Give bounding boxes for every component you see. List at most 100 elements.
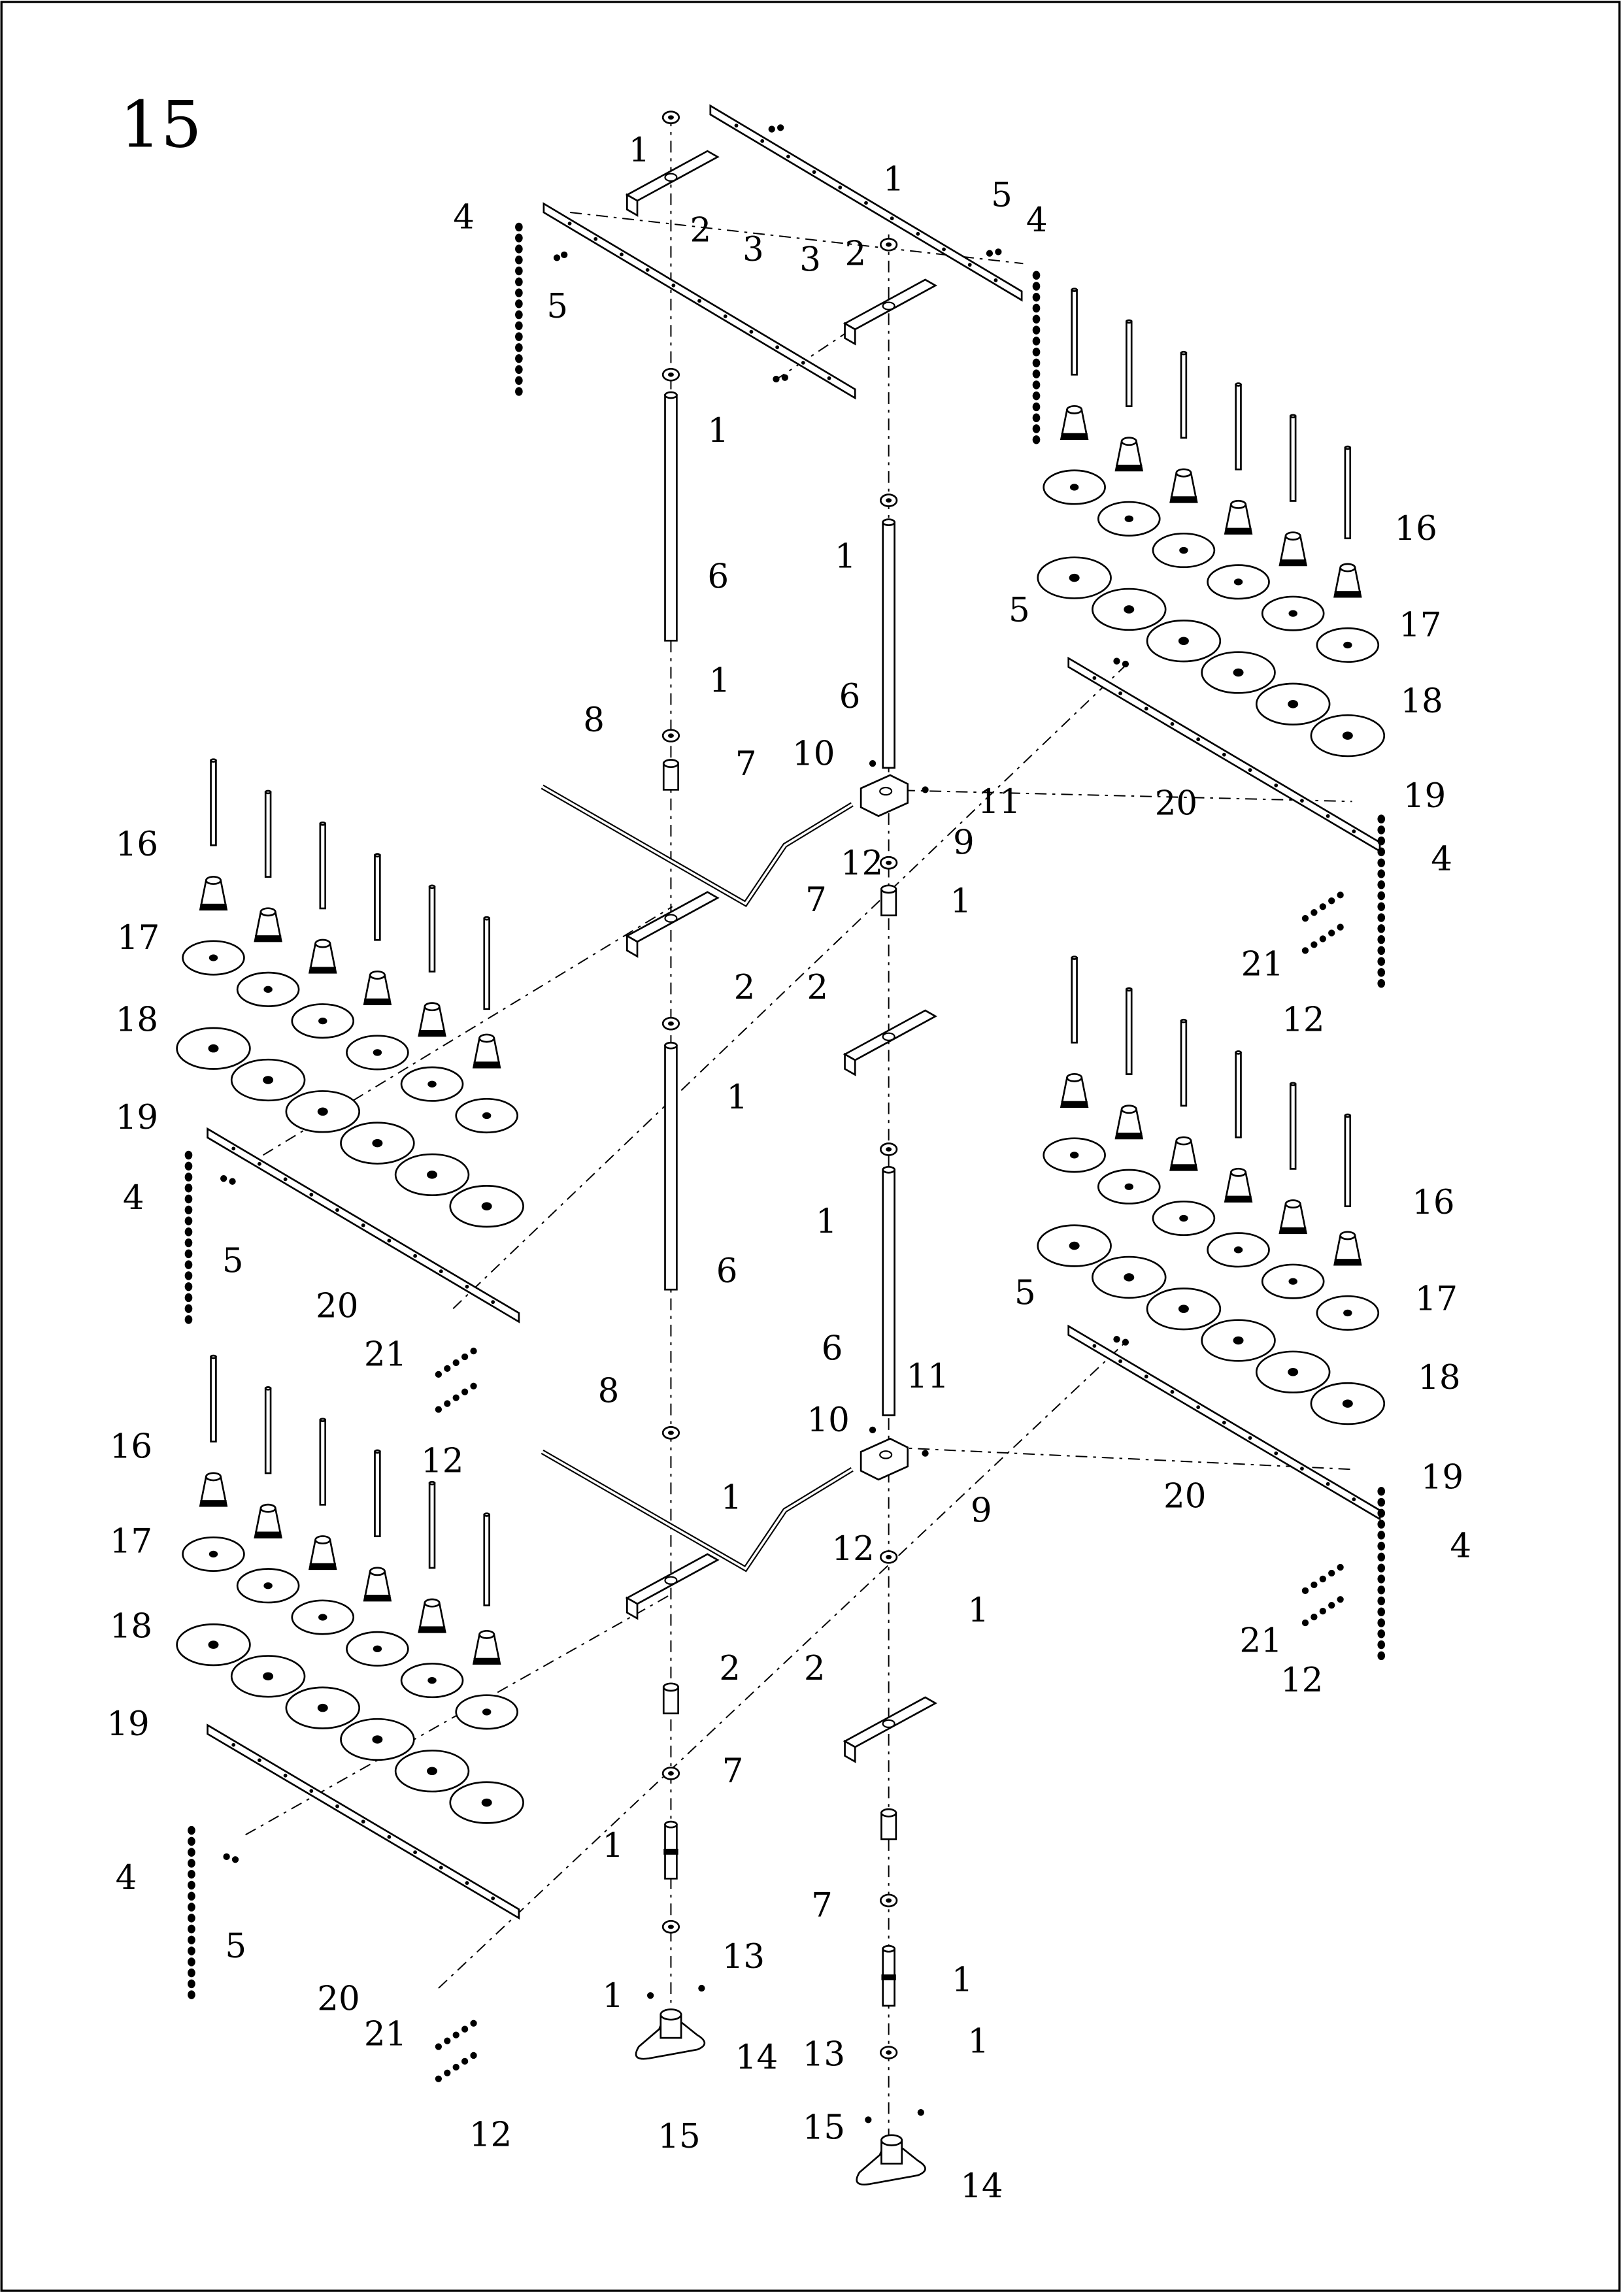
chain-link bbox=[188, 1869, 195, 1879]
post-part-16 bbox=[210, 759, 217, 846]
post-part-16 bbox=[319, 822, 327, 910]
callout-1: 1 bbox=[707, 411, 729, 450]
cone-top bbox=[424, 1002, 441, 1012]
post-part-16-top bbox=[1344, 445, 1352, 450]
tube-part-6 bbox=[882, 521, 895, 769]
post-part-16 bbox=[264, 1387, 272, 1474]
post-part-16-top bbox=[374, 1449, 381, 1454]
post-part-16 bbox=[1180, 1020, 1188, 1107]
callout-16: 16 bbox=[116, 825, 158, 864]
chain-link bbox=[188, 1979, 195, 1989]
bracket-hole bbox=[664, 1576, 678, 1585]
disk-hole bbox=[1288, 1278, 1297, 1285]
disk-hole bbox=[1124, 1273, 1135, 1282]
bolt-hole bbox=[786, 154, 790, 159]
post-part-16-top bbox=[1126, 987, 1133, 992]
nut-hole bbox=[667, 1924, 674, 1929]
callout-11: 11 bbox=[978, 782, 1020, 822]
screw bbox=[1122, 660, 1129, 668]
cone-base bbox=[1170, 1164, 1197, 1171]
block-hole bbox=[879, 1450, 893, 1459]
post-part-16 bbox=[374, 854, 381, 941]
screw bbox=[917, 2109, 924, 2116]
callout-3: 3 bbox=[799, 240, 821, 279]
post-part-16-top bbox=[1071, 956, 1078, 960]
cone-top bbox=[314, 1535, 331, 1544]
callout-10: 10 bbox=[792, 734, 835, 773]
cone-base bbox=[418, 1029, 446, 1036]
callout-13: 13 bbox=[803, 2035, 845, 2074]
callout-12: 12 bbox=[421, 1442, 463, 1481]
bolt-hole bbox=[1170, 1389, 1175, 1394]
disk-hole bbox=[1233, 578, 1243, 586]
post-part-16-top bbox=[210, 758, 217, 763]
screw bbox=[452, 1394, 460, 1401]
screw bbox=[444, 2037, 451, 2044]
chain-link bbox=[184, 1227, 193, 1237]
screw bbox=[1319, 1607, 1326, 1615]
bolt-hole bbox=[734, 124, 739, 128]
bolt-hole bbox=[593, 237, 598, 241]
cone-top bbox=[1339, 1231, 1356, 1240]
bracket-hole bbox=[664, 173, 678, 182]
post-part-16 bbox=[210, 1356, 217, 1443]
bolt-hole bbox=[1326, 1482, 1330, 1486]
callout-10: 10 bbox=[807, 1401, 849, 1440]
post-part-16-top bbox=[1180, 1018, 1188, 1023]
callout-4: 4 bbox=[1026, 201, 1048, 240]
screw bbox=[869, 759, 877, 767]
cone-top bbox=[1066, 1073, 1083, 1082]
sleeve-part-7-top bbox=[880, 1808, 897, 1818]
screw bbox=[773, 375, 780, 383]
callout-4: 4 bbox=[116, 1858, 137, 1897]
post-part-16-top bbox=[210, 1354, 217, 1359]
callout-4: 4 bbox=[453, 198, 475, 237]
post-part-16-top bbox=[374, 853, 381, 857]
nut-hole bbox=[667, 372, 674, 377]
screw bbox=[781, 374, 789, 381]
cone-base bbox=[473, 1061, 500, 1068]
screw bbox=[435, 2075, 443, 2082]
sleeve-part-7-top bbox=[662, 1682, 679, 1692]
bracket-hole bbox=[882, 1719, 895, 1729]
chain-link bbox=[1377, 1487, 1386, 1496]
screw bbox=[1311, 909, 1318, 916]
disk-hole bbox=[1178, 637, 1189, 645]
chain-link bbox=[515, 321, 523, 331]
bolt-hole bbox=[1222, 1420, 1226, 1425]
callout-5: 5 bbox=[991, 176, 1012, 215]
disk-hole bbox=[263, 1672, 274, 1681]
callout-1: 1 bbox=[726, 1078, 748, 1117]
screw bbox=[435, 1406, 443, 1413]
screw bbox=[1337, 1596, 1344, 1603]
chain-link bbox=[188, 1990, 195, 1999]
screw bbox=[220, 1175, 227, 1182]
chain-link bbox=[1377, 978, 1386, 988]
bracket-flange bbox=[626, 193, 639, 217]
bolt-hole bbox=[231, 1146, 236, 1151]
cone-base bbox=[1334, 591, 1361, 597]
screw bbox=[223, 1853, 230, 1860]
callout-7: 7 bbox=[735, 744, 757, 784]
screw bbox=[452, 2031, 460, 2038]
center-line bbox=[892, 1446, 1352, 1471]
callout-12: 12 bbox=[469, 2116, 512, 2155]
callout-2: 2 bbox=[807, 968, 828, 1007]
shaft-collar bbox=[663, 1848, 678, 1855]
screw bbox=[1301, 1587, 1309, 1594]
chain-link bbox=[184, 1173, 193, 1182]
bolt-hole bbox=[827, 376, 831, 380]
screw bbox=[1301, 915, 1309, 922]
callout-14: 14 bbox=[735, 2038, 778, 2077]
callout-13: 13 bbox=[722, 1937, 765, 1976]
chain-link bbox=[1377, 1585, 1386, 1595]
screw bbox=[461, 2057, 469, 2065]
chain-link bbox=[1032, 413, 1041, 422]
cone-base bbox=[1280, 559, 1307, 565]
disk-hole bbox=[1288, 610, 1297, 617]
screw bbox=[646, 1992, 654, 1999]
cone-top bbox=[478, 1629, 495, 1639]
disk-hole bbox=[209, 954, 218, 961]
post-part-16-top bbox=[428, 1480, 436, 1486]
